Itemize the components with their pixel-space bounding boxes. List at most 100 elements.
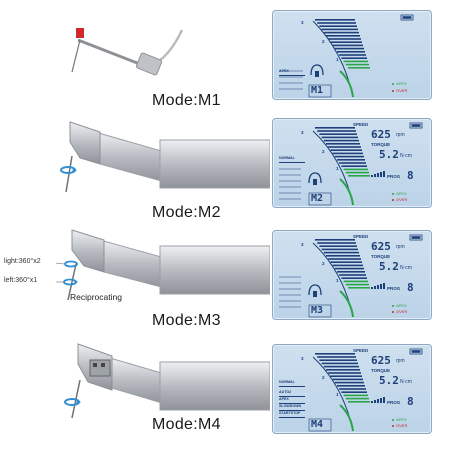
depth-bar [332,378,363,381]
speed-label: SPEED [353,122,369,127]
depth-bar [343,394,368,397]
battery-icon [409,234,423,241]
lcd-panel-m4: SPEED 625 rpm TORQUE 5.2 N·cm PROG 8 3 2… [272,344,432,434]
apex-legend: APEX [396,303,407,308]
lcd-graphics [279,234,423,318]
depth-bar [339,388,366,390]
prog-label: PROG [387,174,401,179]
scale-mark: 1 [336,278,339,283]
menu-item: SLOWDOWN [279,403,305,411]
bar-gauge-icon [371,397,385,403]
menu-item: NORMAL [279,155,305,163]
depth-bar [341,57,367,59]
prog-label: PROG [387,286,401,291]
depth-bar [317,130,356,132]
depth-bar [321,136,358,139]
depth-bar [332,44,363,47]
depth-indicator-bars [315,353,370,403]
depth-bar [321,362,358,365]
scale-mark: 3 [301,130,304,135]
depth-bar [326,143,360,145]
root-canal-icon [308,172,322,185]
prog-value: 8 [407,281,414,294]
menu-item: APEX [279,68,305,76]
scale-mark: 2 [322,261,325,266]
lcd-graphics [279,122,423,206]
depth-bar [343,168,368,171]
depth-indicator-bars [315,19,370,69]
torque-value: 5.2 [379,260,399,273]
lcd-panel-m1: 3 2 1 APEX M1 APEX OVER [272,10,432,100]
depth-bar [317,22,356,24]
speed-value: 625 [371,240,391,253]
depth-bar [326,35,360,37]
mode-display: M1 [311,85,324,96]
depth-bar [315,127,355,129]
depth-bar [334,155,364,158]
scale-mark: 2 [322,39,325,44]
speed-label: SPEED [353,234,369,239]
depth-bar [319,133,357,135]
depth-bar [330,41,362,43]
depth-bar [343,60,368,63]
scale-mark: 1 [336,166,339,171]
prog-value: 8 [407,169,414,182]
depth-bar [323,139,359,142]
battery-icon [400,14,414,21]
depth-bar [315,19,355,21]
scale-mark: 3 [301,356,304,361]
battery-icon [409,348,423,355]
depth-bar [339,274,366,276]
depth-bar [345,63,369,66]
apex-legend: APEX [396,417,407,422]
depth-bar [323,251,359,254]
depth-bar [343,280,368,283]
depth-bar [332,152,363,155]
mode-row-m2: Mode:M2 SPEED 625 rpm TORQUE 5.2 N·cm PR… [0,112,449,224]
mode-label: Mode:M2 [152,204,221,221]
lcd-panel-m3: SPEED 625 rpm TORQUE 5.2 N·cm PROG 8 3 2… [272,230,432,320]
battery-icon [409,122,423,129]
mode-label: Mode:M3 [152,312,221,329]
over-legend: OVER [396,309,408,314]
torque-unit: N·cm [400,265,412,271]
apex-legend: APEX [396,191,407,196]
scale-mark: 1 [336,392,339,397]
depth-bar [332,264,363,267]
depth-bar [341,391,367,393]
depth-bar [319,359,357,361]
over-legend: OVER [396,88,408,93]
contra-angle-handpiece-icon [64,343,270,419]
lcd-graphics [279,14,414,98]
torque-label: TORQUE [371,368,391,373]
depth-bar [341,165,367,167]
prog-value: 8 [407,395,414,408]
depth-bar [337,51,365,53]
root-canal-icon [308,284,322,297]
speed-label: SPEED [353,348,369,353]
torque-label: TORQUE [371,142,391,147]
mode-label: Mode:M4 [152,416,221,433]
speed-value: 625 [371,128,391,141]
depth-bar [337,271,365,273]
scale-mark: 2 [322,149,325,154]
depth-bar [321,28,358,31]
depth-bar [348,175,370,177]
rotation-arrow-icon [60,166,77,174]
depth-bar [321,248,358,251]
speed-unit: rpm [396,358,405,364]
menu-item: NORMAL [279,379,305,387]
depth-bar [345,283,369,286]
depth-bar [328,372,361,374]
lcd-graphics [308,348,423,432]
depth-bar [339,162,366,164]
root-canal-icon [310,64,324,77]
menu-item: STARTSTOP [279,410,305,418]
depth-bar [348,287,370,289]
rotation-arrow-icon [64,398,81,406]
scale-mark: 2 [322,375,325,380]
depth-bar [319,245,357,247]
torque-value: 5.2 [379,374,399,387]
rotation-note-light: light:360°x2 [4,258,41,265]
depth-bar [348,67,370,69]
